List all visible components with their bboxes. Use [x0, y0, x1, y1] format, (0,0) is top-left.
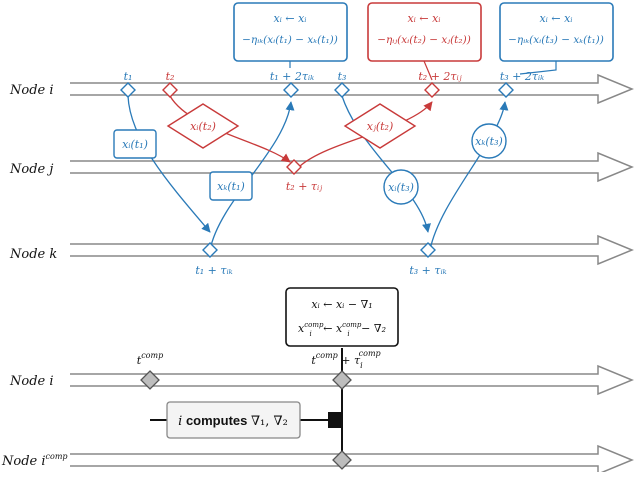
- time-label-t-comp: tcomp: [137, 351, 163, 367]
- event-diamond-k-t1-tau: [202, 242, 218, 258]
- event-diamond-i-t1: [120, 82, 136, 98]
- timeline-node-i-comp: [70, 444, 634, 476]
- event-diamond-i-t1-2tau: [283, 82, 299, 98]
- computes-text: i computes ∇₁, ∇₂: [178, 413, 288, 429]
- time-label-t2-2tau-ij: t₂ + 2τᵢⱼ: [418, 70, 461, 83]
- time-label-t1-tau-ik: t₁ + τᵢₖ: [195, 264, 232, 277]
- update-box-blue-right-line2: −ηᵢₖ(xᵢ(t₃) − xₖ(t₁)): [508, 34, 604, 46]
- update-box-red-line1: xᵢ ← xᵢ: [407, 12, 440, 25]
- update-comp-line1: xᵢ ← xᵢ − ∇₁: [311, 298, 372, 311]
- timeline-node-i: [70, 73, 634, 105]
- connector-red: [423, 60, 433, 81]
- time-label-t2-tau-ij: t₂ + τᵢⱼ: [286, 180, 322, 193]
- event-diamond-i-t2: [162, 82, 178, 98]
- message-path-xk-t3: [429, 101, 509, 251]
- time-label-t1-2tau-ik: t₁ + 2τᵢₖ: [270, 70, 314, 83]
- connector-blue-right: [519, 61, 557, 75]
- node-i-bottom-label: Node i: [9, 374, 54, 389]
- computes-end-marker: [328, 412, 342, 428]
- message-xi-t3-text: xᵢ(t₃): [388, 181, 414, 194]
- update-box-red: xᵢ ← xᵢ −ηᵢⱼ(xᵢ(t₂) − xⱼ(t₂)): [367, 2, 482, 62]
- message-xk-t1-text: xₖ(t₁): [217, 180, 245, 193]
- computes-box: i computes ∇₁, ∇₂: [166, 401, 301, 439]
- message-circle-xk-t3: xₖ(t₃): [471, 123, 507, 159]
- timeline-node-i-bottom: [70, 364, 634, 396]
- message-diamond-xj-t2: xⱼ(t₂): [343, 103, 417, 149]
- update-box-blue-right-line1: xᵢ ← xᵢ: [539, 12, 572, 25]
- event-diamond-i-t2-2tau: [424, 82, 440, 98]
- timeline-node-k: [70, 234, 634, 266]
- message-xi-t2-text: xᵢ(t₂): [190, 120, 216, 133]
- message-xj-t2-text: xⱼ(t₂): [367, 120, 394, 133]
- node-k-label: Node k: [9, 247, 57, 262]
- node-i-label: Node i: [9, 83, 54, 98]
- update-box-blue-left: xᵢ ← xᵢ −ηᵢₖ(xᵢ(t₁) − xₖ(t₁)): [233, 2, 348, 62]
- message-xk-t3-text: xₖ(t₃): [475, 135, 503, 148]
- event-diamond-t-comp-plus-tau: [332, 370, 352, 390]
- message-circle-xi-t3: xᵢ(t₃): [383, 169, 419, 205]
- message-diamond-xi-t2: xᵢ(t₂): [166, 103, 240, 149]
- time-label-t3: t₃: [338, 70, 347, 83]
- update-box-blue-left-line1: xᵢ ← xᵢ: [273, 12, 306, 25]
- event-diamond-t-comp: [140, 370, 160, 390]
- message-box-xk-t1: xₖ(t₁): [209, 171, 253, 201]
- message-xi-t1-text: xᵢ(t₁): [122, 138, 148, 151]
- event-diamond-k-t3-tau: [420, 242, 436, 258]
- node-j-label: Node j: [9, 162, 53, 177]
- event-diamond-j-t2-tau: [286, 159, 302, 175]
- message-path-xi-t3: [341, 95, 431, 233]
- timeline-node-j: [70, 151, 634, 183]
- node-i-comp-label: Node icomp: [1, 452, 68, 469]
- update-box-red-line2: −ηᵢⱼ(xᵢ(t₂) − xⱼ(t₂)): [377, 34, 471, 46]
- time-label-t-comp-plus-tau: tcomp + τicomp: [311, 349, 380, 370]
- update-box-blue-right: xᵢ ← xᵢ −ηᵢₖ(xᵢ(t₃) − xₖ(t₁)): [499, 2, 614, 62]
- time-label-t2: t₂: [166, 70, 175, 83]
- event-diamond-i-t3-2tau: [498, 82, 514, 98]
- event-diamond-i-t3: [334, 82, 350, 98]
- update-box-blue-left-line2: −ηᵢₖ(xᵢ(t₁) − xₖ(t₁)): [242, 34, 338, 46]
- time-label-t3-2tau-ik: t₃ + 2τᵢₖ: [500, 70, 544, 83]
- message-box-xi-t1: xᵢ(t₁): [113, 129, 157, 159]
- message-path-xi-t1: [127, 95, 211, 233]
- time-label-t3-tau-ik: t₃ + τᵢₖ: [409, 264, 446, 277]
- time-label-t1: t₁: [124, 70, 133, 83]
- event-diamond-node-i-comp: [332, 450, 352, 470]
